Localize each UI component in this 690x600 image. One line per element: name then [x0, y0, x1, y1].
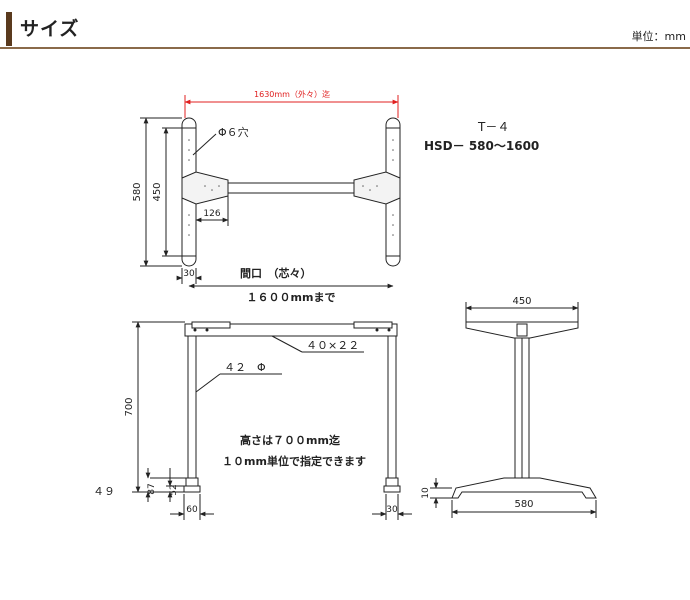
- front-view: [132, 321, 412, 520]
- note-line-1: 高さは７００mm迄: [240, 433, 340, 447]
- spacing-value: １６００mmまで: [247, 291, 336, 304]
- foot-right-label: 30: [386, 505, 398, 515]
- title-accent-bar: [6, 12, 12, 46]
- depth-inner-label: 450: [152, 182, 163, 201]
- side-base: [451, 477, 597, 499]
- hole-leader: [192, 133, 217, 156]
- pipe-leader: [195, 373, 221, 393]
- pipe-diameter-label: ４２ Φ: [224, 361, 266, 374]
- adjuster-upper-label: 87: [147, 483, 157, 494]
- front-left-leg: [187, 335, 197, 479]
- note-line-2: １０mm単位で指定できます: [222, 454, 366, 468]
- foot-height-label: 10: [421, 487, 431, 499]
- overall-width-label: 1630mm（外々）迄: [254, 89, 330, 99]
- model-line-2: HSD－ 580～1600: [424, 139, 539, 153]
- spacing-label: 間口 （芯々）: [240, 266, 312, 280]
- side-view: [430, 302, 597, 518]
- adjuster-side-label: ４９: [93, 485, 115, 498]
- connecting-beam: [227, 182, 355, 194]
- height-label: 700: [124, 397, 135, 416]
- front-top-beam: [184, 323, 398, 337]
- right-joint: [353, 171, 401, 205]
- hole-label: Φ６穴: [218, 125, 249, 139]
- front-right-leg: [387, 335, 397, 479]
- model-line-1: T－４: [477, 120, 509, 134]
- adjuster-lower-label: 52: [169, 484, 179, 495]
- unit-label: 単位：mm: [631, 30, 686, 43]
- left-joint: [181, 171, 229, 205]
- right-adjuster: [385, 477, 399, 487]
- left-adjuster: [185, 477, 199, 487]
- joint-offset-label: 126: [203, 209, 220, 219]
- top-view: [140, 95, 401, 289]
- header: サイズ 単位：mm: [0, 0, 690, 50]
- beam-section-leader: [271, 335, 303, 353]
- header-rule: [0, 47, 690, 49]
- base-width-label: 580: [514, 499, 533, 510]
- foot-left-label: 60: [186, 505, 198, 515]
- top-width-label: 450: [512, 296, 531, 307]
- depth-outer-label: 580: [132, 182, 143, 201]
- beam-section-label: ４０×２２: [306, 339, 359, 352]
- foot-width-label: 30: [183, 269, 195, 279]
- page-title: サイズ: [20, 18, 80, 40]
